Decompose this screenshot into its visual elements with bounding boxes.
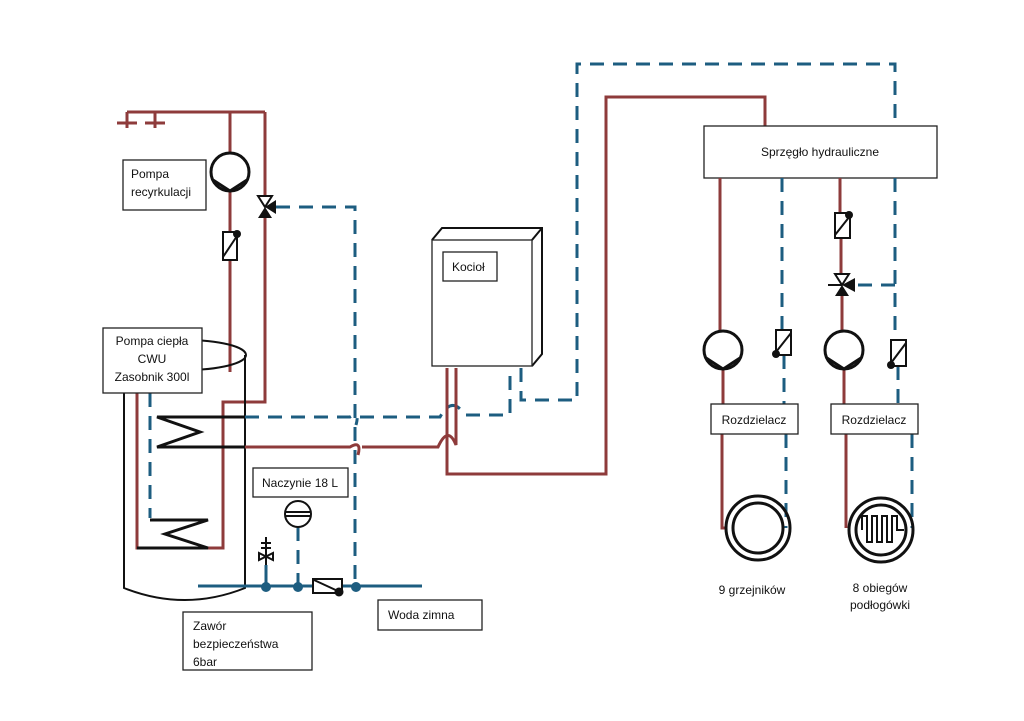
hydraulic-coupler: [703, 125, 938, 179]
check-valve-icon: [312, 578, 344, 597]
distributor-1: [710, 403, 799, 435]
radiator-return-pipe: [780, 178, 788, 528]
recirc-pump-label-2: recyrkulacji: [131, 185, 191, 199]
floor-heating-label-1: 8 obiegów: [853, 581, 908, 595]
boiler-label: Kocioł: [452, 260, 485, 274]
safety-valve-label-2: bezpieczeństwa: [193, 637, 279, 651]
coil-return-pipe: [245, 368, 512, 426]
heat-pump-label-1: Pompa ciepła: [116, 334, 189, 348]
check-valve-icon: [887, 339, 907, 369]
check-valve-icon: [222, 230, 241, 261]
floor-heating-label-2: podłogówki: [850, 598, 910, 612]
three-way-valve-icon: [256, 195, 276, 218]
recirculation-pump-icon: [209, 151, 251, 193]
distributor-2-label: Rozdzielacz: [842, 413, 907, 427]
safety-valve-icon: [258, 537, 274, 565]
radiators-label: 9 grzejników: [719, 583, 786, 597]
heat-pump-box: [102, 327, 203, 394]
boiler-to-coupler-return: [519, 62, 897, 402]
floor-return-pipe: [855, 178, 914, 528]
lower-coil-icon: [137, 518, 209, 550]
floor-heating-icon: [847, 496, 915, 564]
distributor-2: [830, 403, 919, 435]
heat-pump-label-2: CWU: [138, 352, 167, 366]
expansion-vessel-icon: [284, 500, 312, 528]
boiler-to-coupler-supply: [445, 95, 767, 476]
pipe-joints: [261, 582, 361, 592]
radiator-icon: [724, 494, 792, 562]
safety-valve-label-3: 6bar: [193, 655, 217, 669]
recirc-pump-label-1: Pompa: [131, 167, 169, 181]
hot-water-outlets: [117, 110, 265, 128]
cold-water-box: [377, 599, 483, 631]
safety-valve-label-1: Zawór: [193, 619, 226, 633]
check-valve-icon: [834, 211, 853, 239]
check-valve-icon: [772, 329, 792, 358]
boiler: Kocioł: [431, 227, 543, 367]
three-way-valve-icon: [828, 273, 855, 296]
cold-water-label: Woda zimna: [388, 608, 455, 622]
radiator-pump-icon: [702, 329, 744, 371]
distributor-1-label: Rozdzielacz: [722, 413, 787, 427]
safety-valve-box: [182, 611, 313, 671]
expansion-vessel-box: [252, 467, 349, 498]
floor-supply-pipe: [838, 178, 848, 528]
heat-pump-label-3: Zasobnik 300l: [115, 370, 190, 384]
coil-supply-pipe: [245, 368, 458, 456]
cold-return-dashed: [276, 205, 357, 586]
expansion-vessel-label: Naczynie 18 L: [262, 476, 338, 490]
recirc-pump-box: [122, 159, 207, 211]
cold-water-pipe: [198, 565, 422, 588]
radiator-supply-pipe: [718, 178, 727, 530]
hot-water-supply-pipe: [135, 112, 267, 550]
hydraulic-coupler-label: Sprzęgło hydrauliczne: [761, 145, 879, 159]
floor-pump-icon: [823, 329, 865, 371]
upper-coil-icon: [156, 415, 245, 449]
